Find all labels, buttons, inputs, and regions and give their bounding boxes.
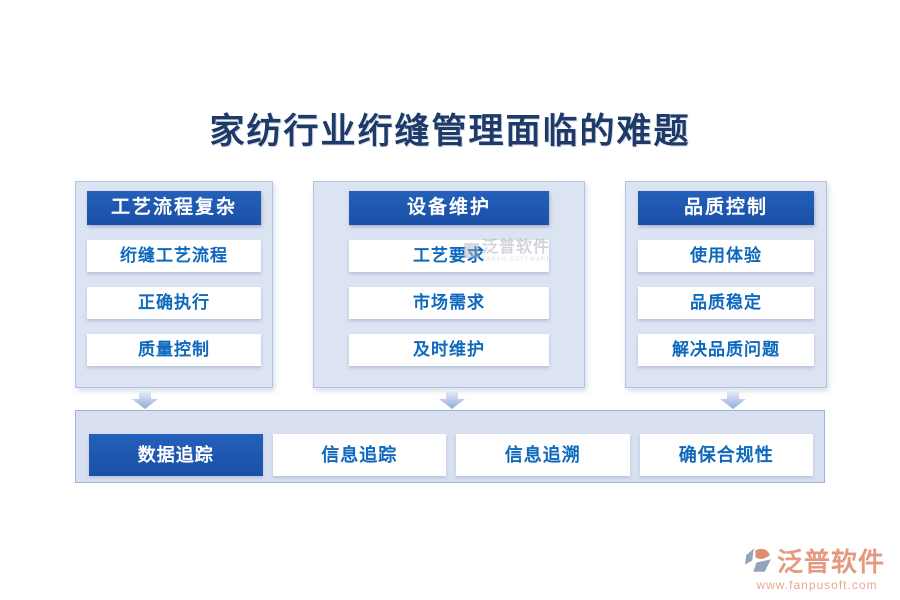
brand-name[interactable]: 泛普软件 [777,547,886,577]
column-card-equipment: 设备维护 工艺要求 市场需求 及时维护 [313,181,585,388]
column-item: 工艺要求 [349,240,549,272]
column-card-quality: 品质控制 使用体验 品质稳定 解决品质问题 [625,181,827,388]
bottom-box-data-tracking: 数据追踪 [89,434,263,476]
down-arrow-icon [132,391,158,409]
column-header: 设备维护 [349,191,549,225]
column-item: 品质稳定 [638,287,814,319]
page-title: 家纺行业绗缝管理面临的难题 [209,112,691,151]
column-item: 绗缝工艺流程 [87,240,261,272]
column-card-process: 工艺流程复杂 绗缝工艺流程 正确执行 质量控制 [75,181,273,388]
column-header: 工艺流程复杂 [87,191,261,225]
footer-brand[interactable]: 泛普软件 www.fanpusoft.com [742,546,892,592]
bottom-box-info-tracing: 信息追溯 [456,434,630,476]
down-arrow-icon [720,391,746,409]
bottom-box-info-tracking: 信息追踪 [272,434,446,476]
bottom-box-compliance: 确保合规性 [639,434,813,476]
column-item: 质量控制 [87,334,261,366]
column-header: 品质控制 [638,191,814,225]
bottom-bar: 数据追踪 信息追踪 信息追溯 确保合规性 [75,410,825,483]
column-item: 使用体验 [638,240,814,272]
column-item: 解决品质问题 [638,334,814,366]
column-item: 及时维护 [349,334,549,366]
column-item: 正确执行 [87,287,261,319]
down-arrow-icon [439,391,465,409]
fanpu-logo-icon [745,548,771,572]
brand-url[interactable]: www.fanpusoft.com [756,578,878,592]
column-item: 市场需求 [349,287,549,319]
